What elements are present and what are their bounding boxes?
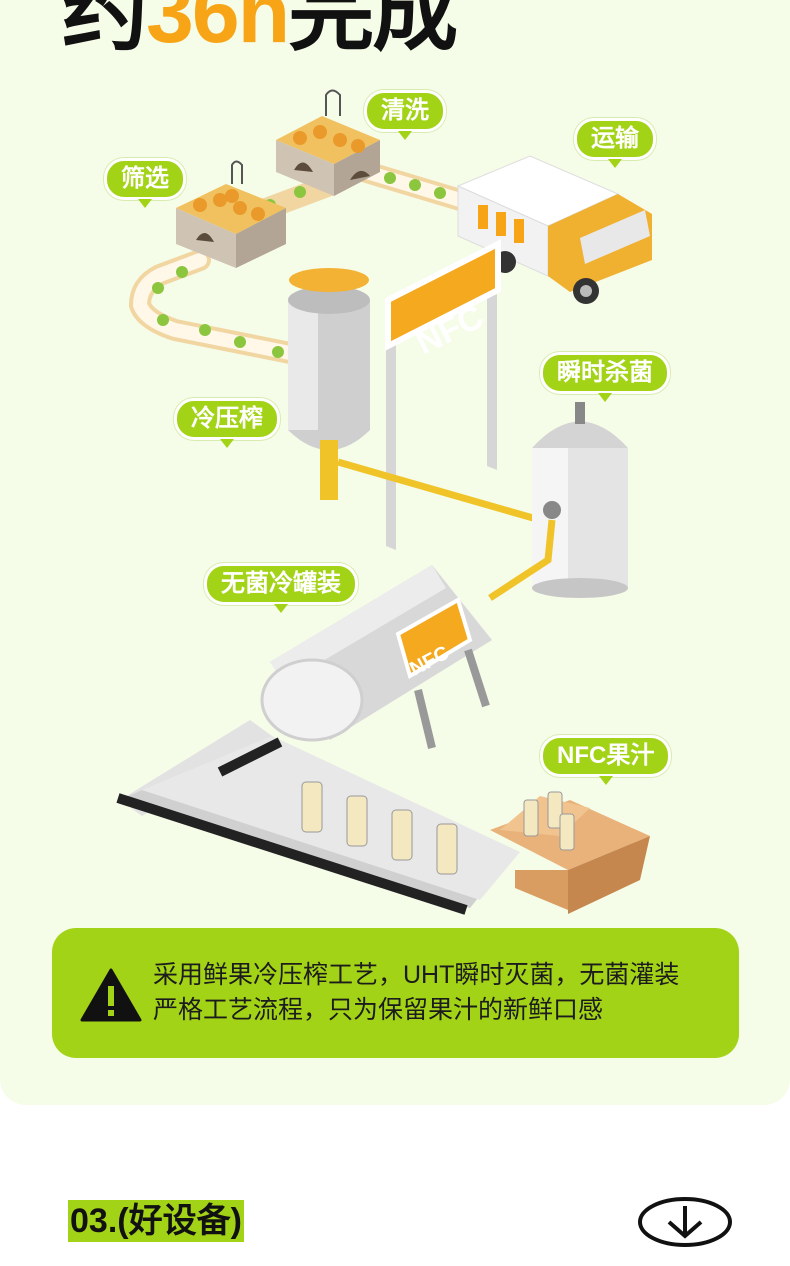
section-heading: 03.(好设备) <box>68 1200 244 1242</box>
sterilizer-tank <box>532 402 628 598</box>
warning-icon <box>80 968 142 1022</box>
stage-label-aseptic-storage: 无菌冷罐装 <box>204 563 358 613</box>
stage-label-transport: 运输 <box>574 118 656 168</box>
washing-machine <box>276 89 380 196</box>
juice-bottles <box>301 781 458 875</box>
nfc-gantry <box>385 239 501 550</box>
process-illustration: NFC NFC <box>116 89 652 915</box>
stage-label-product: NFC果汁 <box>540 735 672 785</box>
cold-press-tank <box>288 268 370 500</box>
bottling-conveyor <box>116 720 520 915</box>
stage-label-flash-sterilize: 瞬时杀菌 <box>540 352 670 402</box>
stage-label-wash: 清洗 <box>364 90 446 140</box>
shipping-box <box>490 791 650 914</box>
screening-machine <box>176 160 286 268</box>
stage-label-cold-press: 冷压榨 <box>174 398 280 448</box>
fruit-items <box>152 172 446 358</box>
notice-line-1: 采用鲜果冷压榨工艺，UHT瞬时灭菌，无菌灌装 <box>153 961 680 989</box>
delivery-truck <box>456 155 652 304</box>
stage-label-screen: 筛选 <box>104 158 186 208</box>
scroll-down-icon[interactable] <box>637 1196 733 1248</box>
process-card: 约36h完成 <box>0 0 790 1105</box>
page-title: 约36h完成 <box>62 0 458 61</box>
notice-text: 采用鲜果冷压榨工艺，UHT瞬时灭菌，无菌灌装 严格工艺流程，只为保留果汁的新鲜口… <box>153 958 679 1028</box>
process-notice: 采用鲜果冷压榨工艺，UHT瞬时灭菌，无菌灌装 严格工艺流程，只为保留果汁的新鲜口… <box>52 928 739 1058</box>
aseptic-tank <box>260 565 492 749</box>
juice-pipe <box>337 458 551 525</box>
notice-line-2: 严格工艺流程，只为保留果汁的新鲜口感 <box>153 996 604 1024</box>
